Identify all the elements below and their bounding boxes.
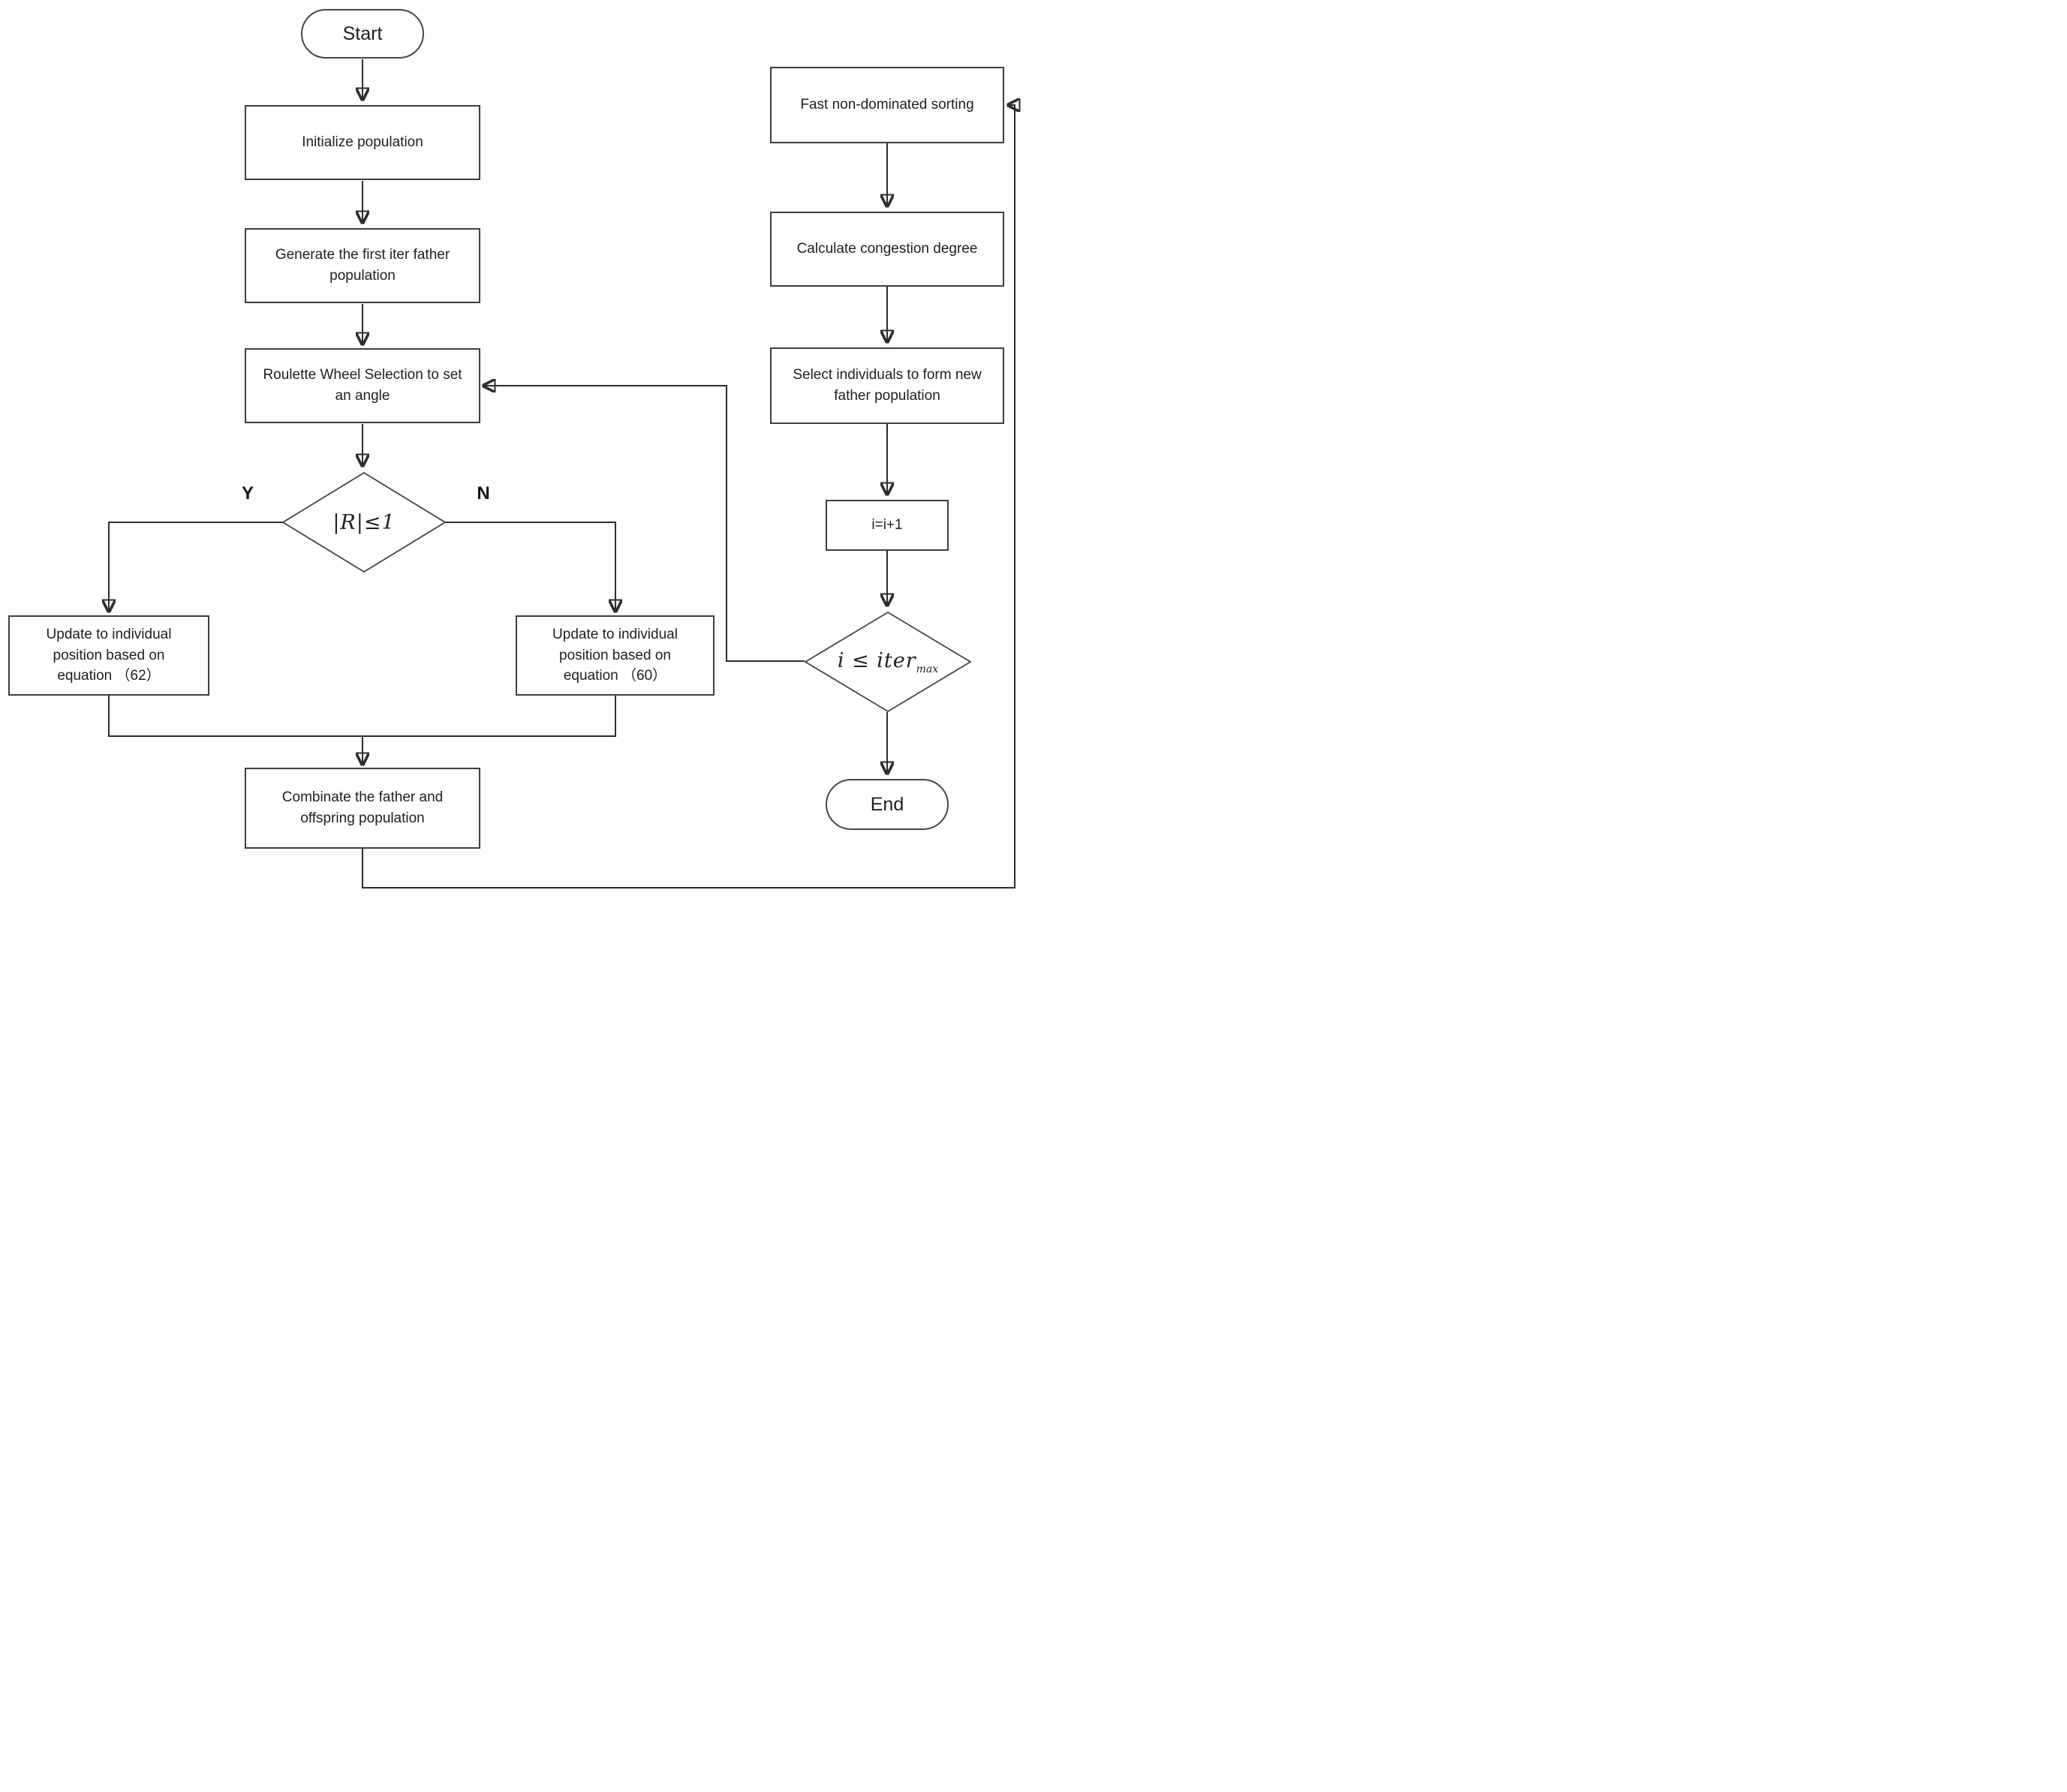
roulette-wheel-selection-node: Roulette Wheel Selection to set an angle (245, 348, 480, 423)
generate-father-population-node: Generate the first iter father populatio… (245, 228, 480, 303)
calculate-congestion-degree-node: Calculate congestion degree (770, 212, 1004, 287)
iteration-decision-label: i ≤ itermax (838, 649, 938, 675)
combinate-population-node: Combinate the father and offspring popul… (245, 768, 480, 849)
update-equation-62-node: Update to individual position based on e… (8, 615, 209, 696)
r-decision-diamond-shape (282, 472, 446, 573)
update-equation-60-label: Update to individual position based on e… (552, 627, 678, 684)
fast-non-dominated-sorting-node: Fast non-dominated sorting (770, 67, 1004, 143)
branch-label-yes: Y (241, 483, 254, 504)
select-individuals-node: Select individuals to form new father po… (770, 347, 1004, 424)
combinate-population-label: Combinate the father and offspring popul… (281, 789, 444, 826)
edge-merge-line (108, 696, 616, 737)
end-node: End (826, 779, 949, 830)
iteration-decision-diamond-shape (805, 612, 971, 712)
end-label: End (870, 793, 904, 815)
edge-rdecision-yes-update62 (109, 522, 283, 611)
iteration-decision-label-main: i ≤ iter (837, 648, 916, 672)
start-label: Start (342, 23, 383, 44)
increment-counter-label: i=i+1 (871, 517, 903, 534)
roulette-wheel-selection-label: Roulette Wheel Selection to set an angle (263, 367, 462, 404)
iteration-decision-node: i ≤ itermax (805, 612, 971, 712)
fast-non-dominated-sorting-label: Fast non-dominated sorting (800, 97, 974, 113)
r-decision-label: |R|≤1 (332, 510, 396, 534)
iteration-decision-label-sub: max (916, 663, 939, 675)
flowchart-canvas: Start Initialize population Generate the… (0, 0, 1034, 896)
start-node: Start (301, 9, 424, 59)
update-equation-62-label: Update to individual position based on e… (46, 627, 172, 684)
increment-counter-node: i=i+1 (826, 500, 949, 551)
initialize-population-node: Initialize population (245, 105, 480, 180)
edge-rdecision-no-update60 (445, 522, 615, 611)
branch-label-no: N (477, 483, 490, 504)
generate-father-population-label: Generate the first iter father populatio… (275, 247, 450, 284)
initialize-population-label: Initialize population (302, 134, 423, 151)
update-equation-60-node: Update to individual position based on e… (516, 615, 715, 696)
r-decision-node: |R|≤1 (282, 472, 446, 573)
select-individuals-label: Select individuals to form new father po… (793, 367, 982, 404)
calculate-congestion-degree-label: Calculate congestion degree (796, 241, 978, 257)
